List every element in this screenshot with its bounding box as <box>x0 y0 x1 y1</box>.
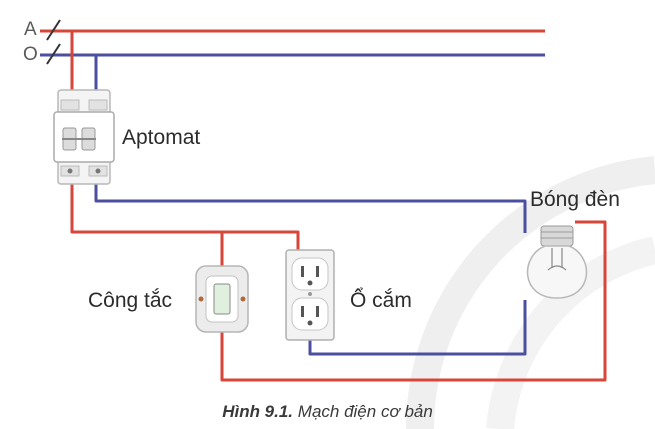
neutral-line-tick <box>46 43 61 65</box>
phase-line-tick <box>46 19 61 41</box>
breaker-label: Aptomat <box>122 126 201 149</box>
outlet-neutral-wire <box>308 300 527 356</box>
switch-label: Công tắc <box>88 289 173 312</box>
figure-title: Mạch điện cơ bản <box>297 402 433 421</box>
outlet-label: Ổ cắm <box>350 289 412 312</box>
wall-switch <box>195 265 249 333</box>
supply-lines <box>40 19 545 65</box>
phase-wire-to-outlet <box>222 230 300 250</box>
background-decoration <box>405 156 655 429</box>
figure-number: Hình 9.1. <box>222 402 294 421</box>
circuit-breaker <box>53 89 115 185</box>
switch-to-bulb-wire <box>220 220 607 382</box>
phase-line-label: A <box>24 19 37 40</box>
bulb-label: Bóng đèn <box>530 188 620 211</box>
light-bulb <box>526 225 588 299</box>
wiring <box>70 31 607 382</box>
neutral-line-label: O <box>23 44 38 65</box>
phase-wire-out <box>70 182 224 268</box>
figure-caption: Hình 9.1. Mạch điện cơ bản <box>0 402 655 422</box>
power-outlet <box>285 249 335 341</box>
neutral-wire-out <box>94 182 527 233</box>
